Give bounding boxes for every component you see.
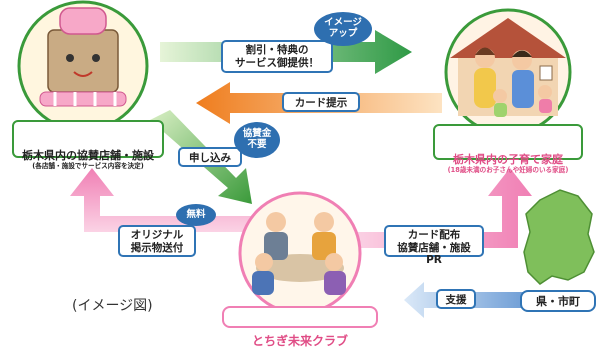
bubble-no-fee: 協賛金 不要 bbox=[234, 122, 280, 158]
bubble-free: 無料 bbox=[176, 204, 216, 226]
label-apply: 申し込み bbox=[178, 147, 242, 167]
pref-node: 県・市町 bbox=[520, 290, 596, 312]
families-subtitle: (18歳未満のお子さんや妊婦のいる家庭) bbox=[447, 166, 569, 175]
families-illustration bbox=[444, 8, 572, 136]
label-card-dist: カード配布 協賛店舗・施設PR bbox=[384, 225, 484, 266]
shops-illustration bbox=[17, 0, 149, 132]
shops-node: 栃木県内の協賛店舗・施設 (各店舗・施設でサービス内容を決定) bbox=[12, 120, 164, 170]
flow-diagram: 栃木県内の協賛店舗・施設 (各店舗・施設でサービス内容を決定) 栃木県内の子育て… bbox=[12, 0, 596, 348]
label-discount: 割引・特典の サービス御提供！ bbox=[221, 40, 333, 73]
families-node: 栃木県内の子育て家庭 (18歳未満のお子さんや妊婦のいる家庭) bbox=[433, 124, 583, 174]
caption: (イメージ図) bbox=[72, 298, 153, 314]
bubble-image-up: イメージ アップ bbox=[314, 12, 372, 46]
tochigi-map bbox=[523, 189, 595, 285]
label-original: オリジナル 掲示物送付 bbox=[118, 225, 196, 257]
families-title: 栃木県内の子育て家庭 bbox=[453, 153, 563, 167]
club-title: とちぎ未来クラブ bbox=[251, 334, 348, 349]
club-illustration bbox=[238, 191, 362, 315]
shops-subtitle: (各店舗・施設でサービス内容を決定) bbox=[32, 162, 144, 171]
club-node: とちぎ未来クラブ bbox=[222, 306, 378, 348]
label-card-show: カード提示 bbox=[282, 92, 360, 112]
diagram-artwork bbox=[17, 0, 595, 318]
label-support: 支援 bbox=[436, 289, 476, 309]
shops-title: 栃木県内の協賛店舗・施設 bbox=[22, 149, 154, 163]
